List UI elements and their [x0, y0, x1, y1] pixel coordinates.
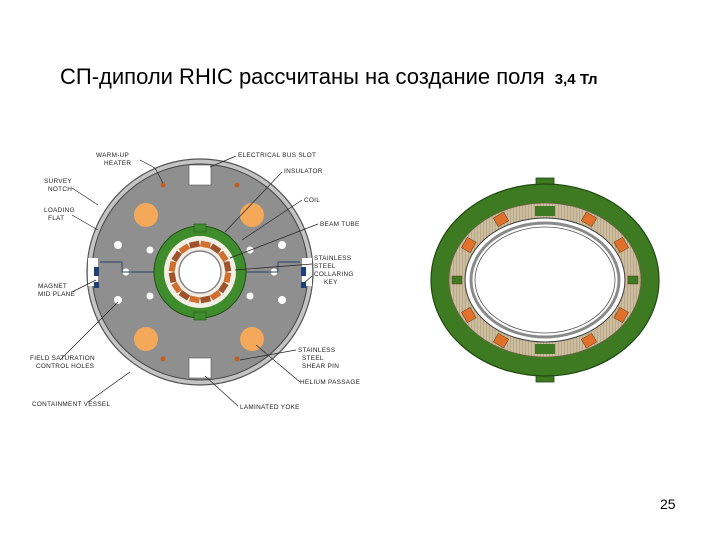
coil-block [218, 250, 229, 263]
label-helium-passage: HELIUM PASSAGE [300, 379, 360, 386]
label-collaring-key-2: STEEL [314, 263, 336, 270]
coil-wedge [461, 236, 477, 254]
collar-pole [627, 275, 639, 285]
beam-tube [178, 250, 222, 294]
label-field-saturation-2: CONTROL HOLES [36, 363, 94, 370]
mid-plane-line-left [100, 261, 170, 273]
coil-wedges [451, 206, 639, 354]
label-magnet-mid-plane-1: MAGNET [38, 283, 67, 290]
slide-title: СП-диполи RHIC рассчитаны на создание по… [60, 64, 700, 90]
coil-wedge [492, 211, 510, 228]
coil-block [171, 281, 182, 294]
coil-wedge [580, 211, 598, 228]
coil-block [199, 240, 211, 249]
coil-block [189, 240, 201, 249]
shear-pins [160, 182, 240, 362]
coil [168, 240, 232, 304]
label-shear-pin-2: STEEL [302, 355, 324, 362]
label-loading-flat-1: LOADING [44, 207, 75, 214]
coil-collar-cross-section [430, 177, 660, 383]
collar-pole [451, 275, 463, 285]
bore-inner [474, 226, 616, 334]
coil-block [209, 243, 222, 254]
label-beam-tube: BEAM TUBE [320, 221, 360, 228]
label-magnet-mid-plane-2: MID PLANE [38, 291, 75, 298]
slide-title-text: СП-диполи RHIC рассчитаны на создание по… [60, 64, 545, 89]
coil-block [168, 271, 177, 283]
label-laminated-yoke: LAMINATED YOKE [240, 404, 300, 411]
label-warm-up-heater-1: WARM-UP [96, 152, 129, 159]
coil-wedge [613, 306, 629, 324]
beam-pipe [469, 221, 621, 339]
coil-block [168, 261, 177, 273]
loading-flat-left [88, 258, 98, 286]
label-collaring-key-4: KEY [324, 279, 338, 286]
label-collaring-key-3: COLLARING [314, 271, 354, 278]
label-survey-notch-1: SURVEY [44, 178, 72, 185]
coil-wedge [580, 332, 598, 349]
label-shear-pin-3: SHEAR PIN [302, 363, 339, 370]
label-warm-up-heater-2: HEATER [104, 160, 131, 167]
slide-title-value: 3,4 Тл [554, 71, 598, 88]
helium-passage-3 [134, 327, 158, 351]
coil-wedge [613, 236, 629, 254]
coil-block [223, 261, 232, 273]
coil-block [209, 290, 222, 301]
label-coil: COIL [304, 197, 320, 204]
label-containment-vessel: CONTAINMENT VESSEL [32, 401, 110, 408]
coil-block [218, 281, 229, 294]
collar-tab-top [193, 223, 207, 233]
coil-block [223, 271, 232, 283]
coil-block [189, 295, 201, 304]
coil-block [171, 250, 182, 263]
field-saturation-holes [114, 241, 286, 304]
leader-lines [59, 155, 319, 407]
helium-passage-2 [240, 203, 264, 227]
helium-passage-4 [240, 327, 264, 351]
collaring-keys [94, 267, 306, 288]
coil-wedge [492, 332, 510, 349]
label-insulator: INSULATOR [284, 168, 323, 175]
label-field-saturation-1: FIELD SATURATION [30, 355, 95, 362]
label-collaring-key-1: STAINLESS [314, 255, 351, 262]
label-survey-notch-2: NOTCH [48, 186, 72, 193]
collar-keyway [535, 344, 555, 354]
label-loading-flat-2: FLAT [48, 215, 64, 222]
label-electrical-bus-slot: ELECTRICAL BUS SLOT [238, 152, 316, 159]
electrical-bus-slot-bottom [188, 357, 212, 379]
coil-block [178, 243, 191, 254]
helium-passage-1 [134, 203, 158, 227]
electrical-bus-slot-top [188, 164, 212, 186]
coil-wedge [461, 306, 477, 324]
label-shear-pin-1: STAINLESS [298, 347, 335, 354]
collar-keyway [535, 206, 555, 216]
coil-block [178, 290, 191, 301]
diagram-labels: WARM-UP HEATER SURVEY NOTCH LOADING FLAT… [30, 152, 360, 411]
rhic-dipole-cross-section [86, 158, 314, 386]
collar-tab-bottom [193, 311, 207, 321]
slide-number: 25 [660, 496, 676, 512]
loading-flat-right [302, 258, 312, 286]
coil-block [199, 295, 211, 304]
